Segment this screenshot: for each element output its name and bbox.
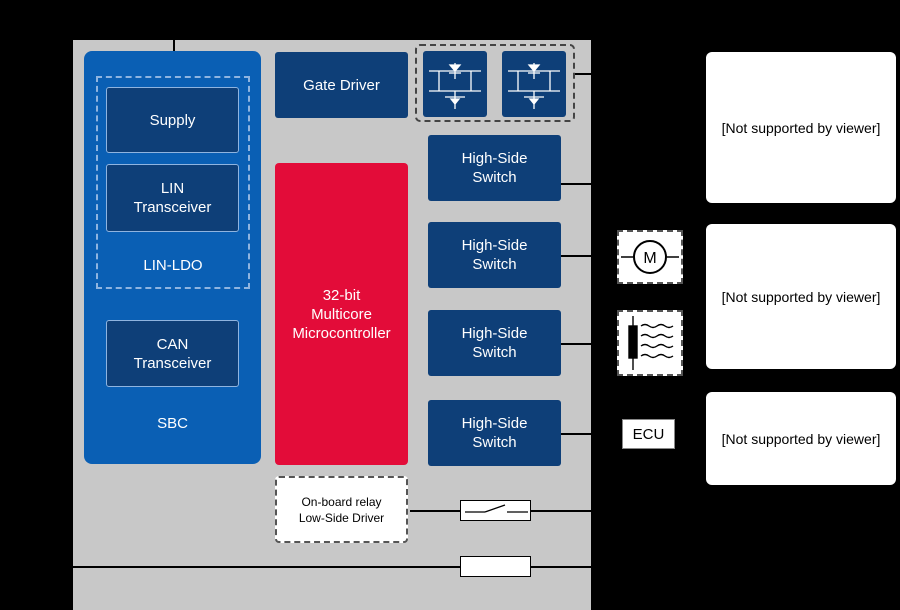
wire-hs4 [561, 433, 591, 435]
lin-transceiver-label: LIN Transceiver [133, 180, 212, 216]
ecu-box: ECU [622, 419, 675, 449]
fuse-icon [460, 556, 531, 577]
wire-hs3 [561, 343, 617, 345]
viewer-placeholder-2: [Not supported by viewer] [706, 224, 896, 369]
relay-switch-icon [460, 500, 531, 521]
relay-driver-block: On-board relay Low-Side Driver [275, 476, 408, 543]
mosfet-icon [429, 63, 481, 109]
high-side-switch-label: High-Side Switch [461, 325, 528, 361]
supply-block: Supply [106, 87, 239, 153]
can-transceiver-label: CAN Transceiver [133, 335, 212, 372]
mosfet-group [415, 44, 575, 122]
wire-bottom-bus [73, 566, 591, 568]
high-side-switch-2: High-Side Switch [428, 222, 561, 288]
relay-driver-label: On-board relay Low-Side Driver [298, 494, 385, 525]
lin-ldo-label: LIN-LDO [143, 257, 203, 274]
wire-hs2 [561, 255, 617, 257]
ecu-label: ECU [632, 425, 665, 443]
gate-driver-block: Gate Driver [275, 52, 408, 118]
viewer-placeholder-text: [Not supported by viewer] [721, 288, 881, 305]
high-side-switch-3: High-Side Switch [428, 310, 561, 376]
mosfet-block-1 [423, 51, 487, 117]
viewer-placeholder-text: [Not supported by viewer] [721, 430, 881, 447]
wire-hs1 [561, 183, 591, 185]
gate-driver-label: Gate Driver [303, 76, 380, 94]
microcontroller-label: 32-bit Multicore Microcontroller [292, 286, 391, 342]
wire-relay [410, 510, 460, 512]
viewer-placeholder-1: [Not supported by viewer] [706, 52, 896, 203]
lin-ldo-group [96, 76, 250, 289]
motor-symbol: M [643, 250, 656, 267]
wire-mosfet-out [575, 73, 591, 75]
high-side-switch-1: High-Side Switch [428, 135, 561, 201]
wire-top [173, 40, 175, 52]
can-transceiver-block: CAN Transceiver [106, 320, 239, 387]
heater-icon-box [617, 310, 683, 376]
microcontroller-block: 32-bit Multicore Microcontroller [275, 163, 408, 465]
high-side-switch-label: High-Side Switch [461, 237, 528, 273]
sbc-label: SBC [157, 415, 188, 432]
viewer-placeholder-3: [Not supported by viewer] [706, 392, 896, 485]
high-side-switch-label: High-Side Switch [461, 150, 528, 186]
motor-icon: M [621, 240, 679, 274]
viewer-placeholder-text: [Not supported by viewer] [721, 119, 881, 136]
heater-icon [628, 316, 674, 370]
mosfet-block-2 [502, 51, 566, 117]
mosfet-icon [508, 63, 560, 109]
supply-label: Supply [149, 111, 196, 129]
high-side-switch-4: High-Side Switch [428, 400, 561, 466]
high-side-switch-label: High-Side Switch [461, 415, 528, 451]
wire-relay-out [531, 510, 591, 512]
motor-icon-box: M [617, 230, 683, 284]
lin-transceiver-block: LIN Transceiver [106, 164, 239, 232]
